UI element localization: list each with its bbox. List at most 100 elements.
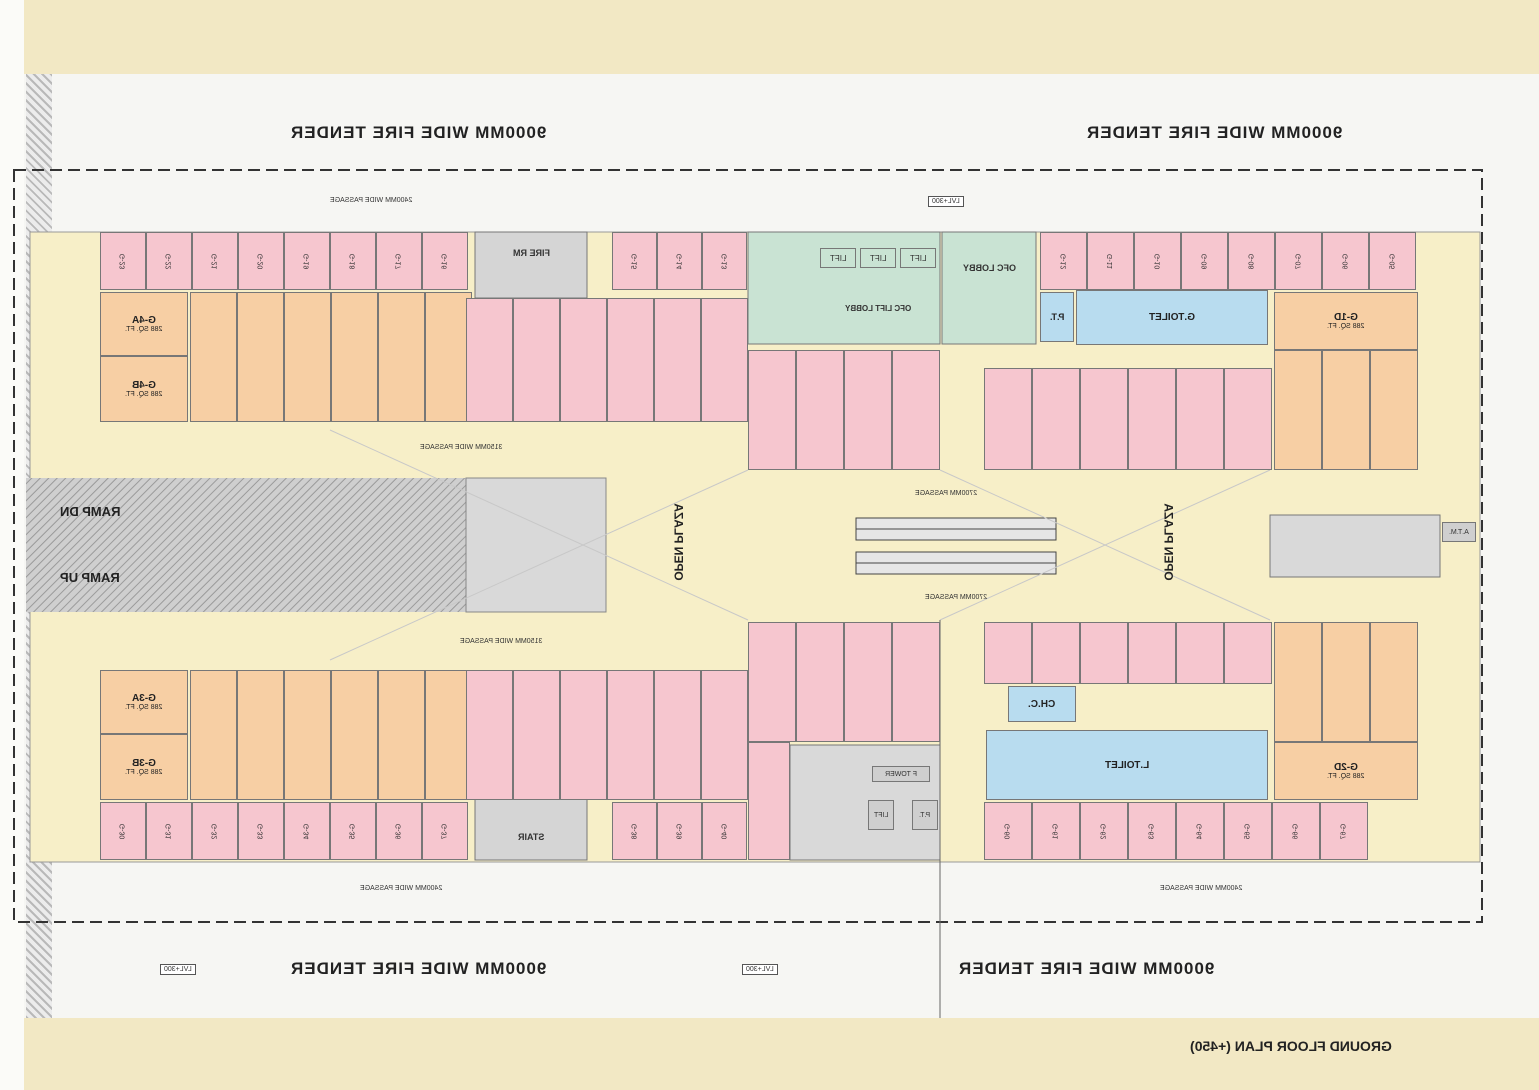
passage-mid-upper: 3150MM WIDE PASSAGE	[420, 444, 503, 451]
shop-unit-block	[701, 298, 748, 422]
open-plaza-left: OPEN PLAZA	[671, 503, 686, 581]
shop-unit: G-17	[376, 232, 422, 290]
fire-room-top	[474, 231, 588, 299]
shop-unit-block	[1128, 622, 1176, 684]
shop-unit-block	[844, 622, 892, 742]
shop-unit: G-08	[1228, 232, 1275, 290]
shop-unit: G-14	[657, 232, 702, 290]
shop-unit-block	[748, 622, 796, 742]
shop-unit: G-66	[1272, 802, 1320, 860]
shop-unit: G-38	[612, 802, 657, 860]
fire-room-bottom	[474, 789, 588, 861]
guide-line-1	[329, 429, 749, 621]
shop-unit-block	[654, 670, 701, 800]
shop-unit: G-62	[1080, 802, 1128, 860]
bottom-frame-band	[0, 1018, 1539, 1090]
shop-unit: G-22	[146, 232, 192, 290]
shop-unit-block	[1128, 368, 1176, 470]
shop-unit: G-30	[100, 802, 146, 860]
shop-unit-block	[1080, 368, 1128, 470]
passage-top-left: 2400MM WIDE PASSAGE	[330, 197, 413, 204]
shop-unit: G-35	[330, 802, 376, 860]
shop-unit-block	[237, 670, 284, 800]
lvl-tag-top: LVL+300	[928, 196, 964, 207]
shop-unit-block	[748, 350, 796, 470]
shop-unit-block	[560, 298, 607, 422]
shop-unit-block	[1274, 622, 1322, 742]
fire-tender-top-right: 9000MM WIDE FIRE TENDER	[1086, 123, 1343, 142]
lift-bottom: LIFT	[868, 800, 894, 830]
shop-unit-block	[466, 298, 513, 422]
shop-unit: G-31	[146, 802, 192, 860]
open-plaza-right: OPEN PLAZA	[1161, 503, 1176, 581]
passage-bottom-left: 2400MM WIDE PASSAGE	[360, 885, 443, 892]
shop-unit-block	[796, 350, 844, 470]
guide-line-2	[329, 469, 749, 661]
ramp-hatch	[26, 478, 466, 612]
shop-unit: G-40	[702, 802, 747, 860]
f-tower-room: F TOWER	[872, 766, 930, 782]
shop-unit-block	[1032, 622, 1080, 684]
shop-unit-block	[1274, 350, 1322, 470]
shop-unit: G-05	[1369, 232, 1416, 290]
shop-unit: G-21	[192, 232, 238, 290]
shop-unit-block	[1032, 368, 1080, 470]
shop-unit-block	[331, 670, 378, 800]
lift-1: LIFT	[820, 248, 856, 268]
shop-unit: G-37	[422, 802, 468, 860]
shop-unit-block	[984, 622, 1032, 684]
shop-unit: G-39	[657, 802, 702, 860]
top-frame-band	[0, 0, 1539, 74]
shop-unit-block	[378, 292, 425, 422]
shop-unit-block	[425, 292, 472, 422]
fire-room-bottom-label: STAIR	[517, 832, 545, 842]
shop-unit-block	[190, 670, 237, 800]
right-core	[1269, 514, 1441, 578]
shop-unit: G-65	[1224, 802, 1272, 860]
shop-unit-block	[892, 622, 940, 742]
gents-toilet: G.TOILET	[1076, 290, 1268, 345]
shop-unit-block	[560, 670, 607, 800]
shop-unit: G-10	[1134, 232, 1181, 290]
shop-unit: G-11	[1087, 232, 1134, 290]
shop-unit: G-33	[238, 802, 284, 860]
shop-unit-block	[378, 670, 425, 800]
ofc-lobby-label: OFC LOBBY	[962, 263, 1016, 273]
shop-unit-block	[984, 368, 1032, 470]
shop-unit: G-61	[1032, 802, 1080, 860]
ramp-down-label: RAMP DN	[60, 504, 121, 519]
shop-unit: G-12	[1040, 232, 1087, 290]
lift-3: LIFT	[900, 248, 936, 268]
shop-unit-block	[748, 742, 790, 860]
shop-unit: G-64	[1176, 802, 1224, 860]
shop-unit-block	[1322, 622, 1370, 742]
shop-unit-block	[607, 670, 654, 800]
shop-unit: G-19	[284, 232, 330, 290]
shop-unit-block	[284, 292, 331, 422]
shop-unit: G-34	[284, 802, 330, 860]
ladies-toilet: L.TOILET	[986, 730, 1268, 800]
ramp-up-label: RAMP UP	[60, 570, 120, 585]
shop-unit-block	[1370, 350, 1418, 470]
shop-unit-block	[190, 292, 237, 422]
shop-unit-block	[513, 298, 560, 422]
shop-unit: G-16	[422, 232, 468, 290]
shop-unit-block	[284, 670, 331, 800]
site-boundary	[13, 169, 1483, 923]
shop-unit-block	[796, 622, 844, 742]
shop-unit: G-63	[1128, 802, 1176, 860]
shop-unit: G-36	[376, 802, 422, 860]
passage-bottom-right: 2400MM WIDE PASSAGE	[1160, 885, 1243, 892]
shop-unit-block	[1224, 622, 1272, 684]
passage-2700-upper: 2700MM PASSAGE	[915, 490, 978, 497]
atm-room: A.T.M.	[1442, 522, 1476, 542]
lvl-tag-bottom-left: LVL+300	[160, 964, 196, 975]
ramp-shaft	[465, 477, 607, 613]
fire-tender-bottom-left: 9000MM WIDE FIRE TENDER	[290, 959, 547, 978]
shop-unit: G-06	[1322, 232, 1369, 290]
